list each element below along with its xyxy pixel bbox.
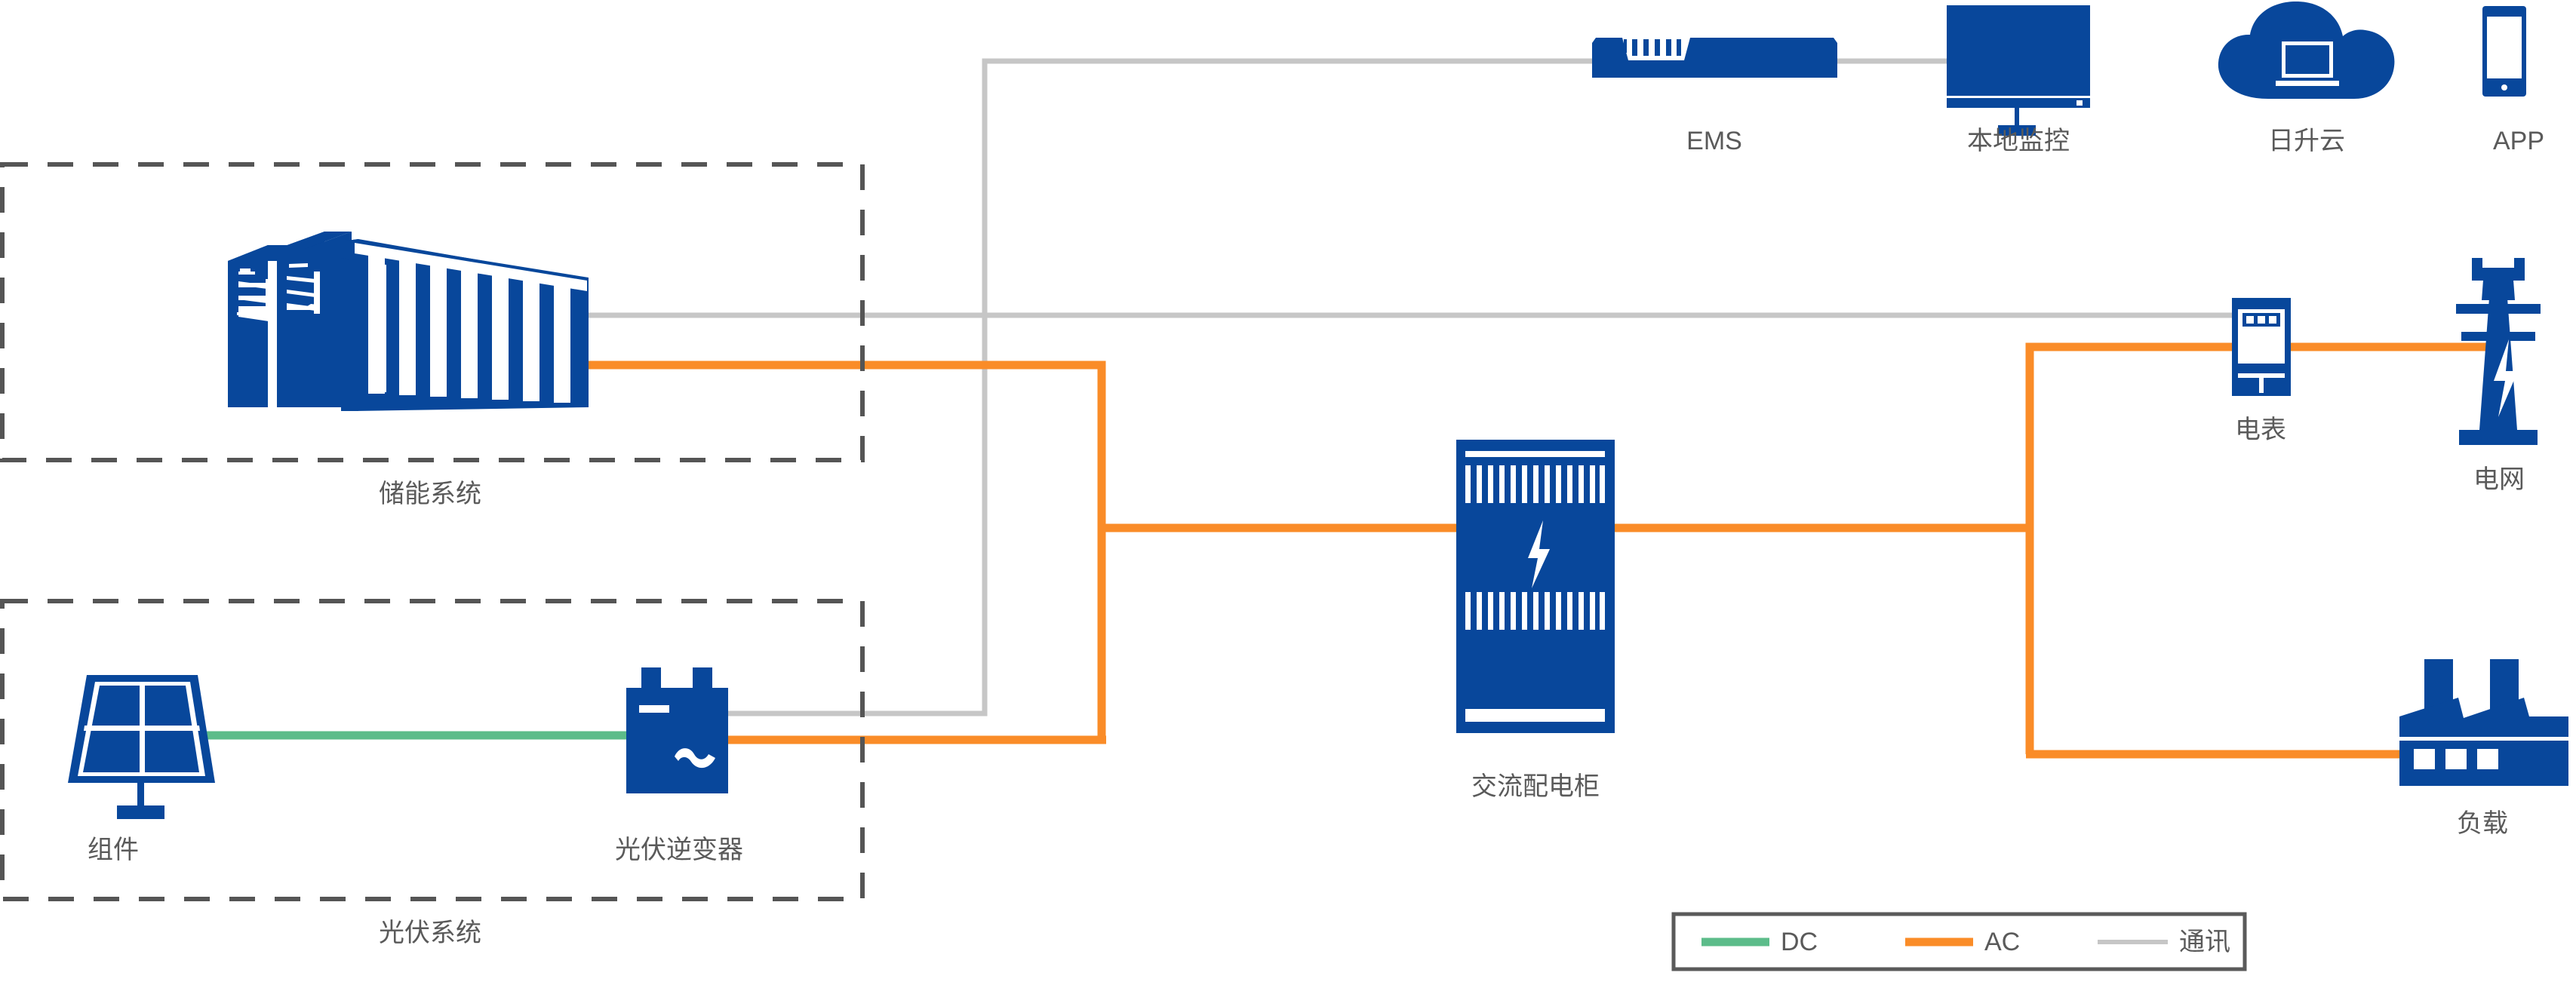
legend-label-ac: AC bbox=[1984, 928, 2021, 956]
label-load: 负载 bbox=[2457, 809, 2508, 838]
label-grid: 电网 bbox=[2473, 465, 2525, 494]
ac-cabinet-icon bbox=[1456, 440, 1615, 733]
label-meter: 电表 bbox=[2235, 416, 2286, 444]
cloud-icon bbox=[2218, 2, 2395, 99]
comm-lines bbox=[581, 58, 2264, 716]
legend-label-comm: 通讯 bbox=[2179, 928, 2230, 956]
ems-icon bbox=[1592, 38, 1837, 78]
ac-lines bbox=[581, 342, 2490, 759]
group-box-energy-storage bbox=[0, 162, 865, 462]
pv-module-icon bbox=[68, 675, 215, 819]
comm-line-inverter-to-ems bbox=[679, 58, 1592, 716]
ac-line-battery-bus bbox=[581, 361, 1106, 740]
label-app: APP bbox=[2492, 127, 2545, 155]
battery-container-icon bbox=[228, 232, 589, 411]
label-energy-storage-group: 储能系统 bbox=[379, 480, 481, 508]
label-cloud: 日升云 bbox=[2268, 127, 2345, 155]
group-box-pv bbox=[0, 599, 865, 901]
label-ems: EMS bbox=[1686, 127, 1742, 155]
pv-inverter-icon bbox=[626, 667, 728, 793]
meter-icon bbox=[2232, 298, 2291, 396]
ac-line-right-bus-to-meter bbox=[2025, 342, 2233, 754]
local-monitor-icon bbox=[1947, 5, 2090, 136]
legend-box bbox=[1671, 912, 2247, 971]
label-ac-cabinet: 交流配电柜 bbox=[1471, 772, 1600, 801]
phone-icon bbox=[2482, 6, 2526, 97]
legend-label-dc: DC bbox=[1781, 928, 1818, 956]
grid-tower-icon bbox=[2456, 258, 2541, 445]
label-local-monitor: 本地监控 bbox=[1967, 127, 2070, 155]
label-pv-group: 光伏系统 bbox=[379, 919, 481, 947]
label-pv-inverter: 光伏逆变器 bbox=[615, 836, 743, 864]
label-pv-module: 组件 bbox=[88, 836, 139, 864]
load-factory-icon bbox=[2399, 659, 2568, 786]
